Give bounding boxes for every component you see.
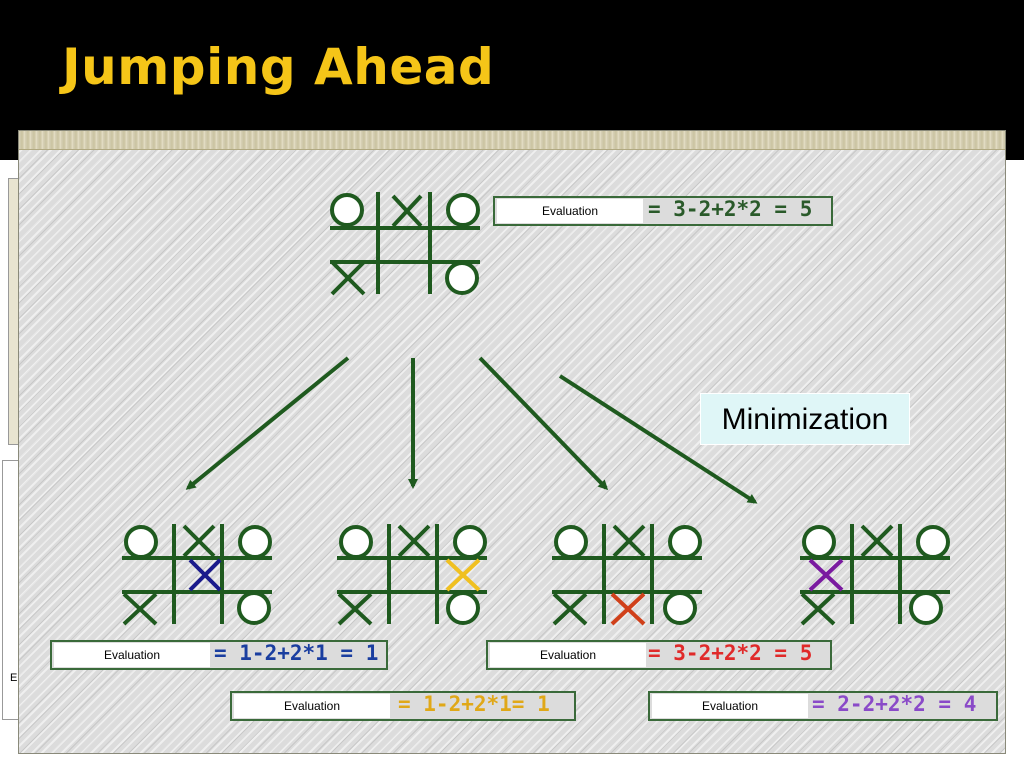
o-mark-icon <box>238 525 272 559</box>
o-mark-icon <box>124 525 158 559</box>
evaluation-expression: = 3-2+2*2 = 5 <box>648 641 813 665</box>
x-mark-icon-blue <box>188 558 222 592</box>
o-mark-icon <box>330 193 364 227</box>
evaluation-expression: = 3-2+2*2 = 5 <box>648 197 813 221</box>
x-mark-icon <box>612 524 646 558</box>
child-3-evaluation: Evaluation = 3-2+2*2 = 5 <box>486 640 832 670</box>
child-board-1 <box>122 524 272 626</box>
o-mark-icon <box>237 591 271 625</box>
o-mark-icon <box>554 525 588 559</box>
minimization-label: Minimization <box>700 393 910 445</box>
panel-top-border <box>19 131 1005 150</box>
child-board-3 <box>552 524 702 626</box>
evaluation-label: Evaluation <box>490 643 646 667</box>
evaluation-expression: = 1-2+2*1 = 1 <box>214 641 379 665</box>
evaluation-label: Evaluation <box>54 643 210 667</box>
o-mark-icon <box>446 193 480 227</box>
background-right-edge <box>1006 170 1024 720</box>
o-mark-icon <box>446 591 480 625</box>
o-mark-icon <box>916 525 950 559</box>
o-mark-icon <box>909 591 943 625</box>
evaluation-label: Evaluation <box>497 199 643 223</box>
child-board-2 <box>337 524 487 626</box>
x-mark-icon <box>800 592 836 626</box>
background-fragment-text: E <box>10 672 18 684</box>
evaluation-expression: = 2-2+2*2 = 4 <box>812 692 977 716</box>
o-mark-icon <box>663 591 697 625</box>
o-mark-icon <box>668 525 702 559</box>
arrow-to-child-1 <box>185 356 350 490</box>
o-mark-icon <box>802 525 836 559</box>
evaluation-label: Evaluation <box>234 694 390 718</box>
child-2-evaluation: Evaluation = 1-2+2*1= 1 <box>230 691 576 721</box>
x-mark-icon <box>330 260 366 296</box>
child-board-4 <box>800 524 950 626</box>
root-board <box>330 192 480 296</box>
slide-title: Jumping Ahead <box>62 38 495 96</box>
evaluation-expression: = 1-2+2*1= 1 <box>398 692 550 716</box>
o-mark-icon <box>339 525 373 559</box>
x-mark-icon <box>182 524 216 558</box>
o-mark-icon <box>445 261 479 295</box>
child-1-evaluation: Evaluation = 1-2+2*1 = 1 <box>50 640 388 670</box>
x-mark-icon <box>337 592 373 626</box>
x-mark-icon <box>122 592 158 626</box>
x-mark-icon-yellow <box>445 558 481 592</box>
x-mark-icon-red <box>610 592 646 626</box>
x-mark-icon <box>391 194 423 228</box>
arrow-to-child-3 <box>478 356 609 491</box>
child-4-evaluation: Evaluation = 2-2+2*2 = 4 <box>648 691 998 721</box>
o-mark-icon <box>453 525 487 559</box>
arrow-to-child-4 <box>558 374 758 504</box>
x-mark-icon <box>860 524 894 558</box>
root-evaluation: Evaluation = 3-2+2*2 = 5 <box>493 196 833 226</box>
x-mark-icon-purple <box>808 558 844 592</box>
evaluation-label: Evaluation <box>652 694 808 718</box>
x-mark-icon <box>397 524 431 558</box>
x-mark-icon <box>552 592 588 626</box>
